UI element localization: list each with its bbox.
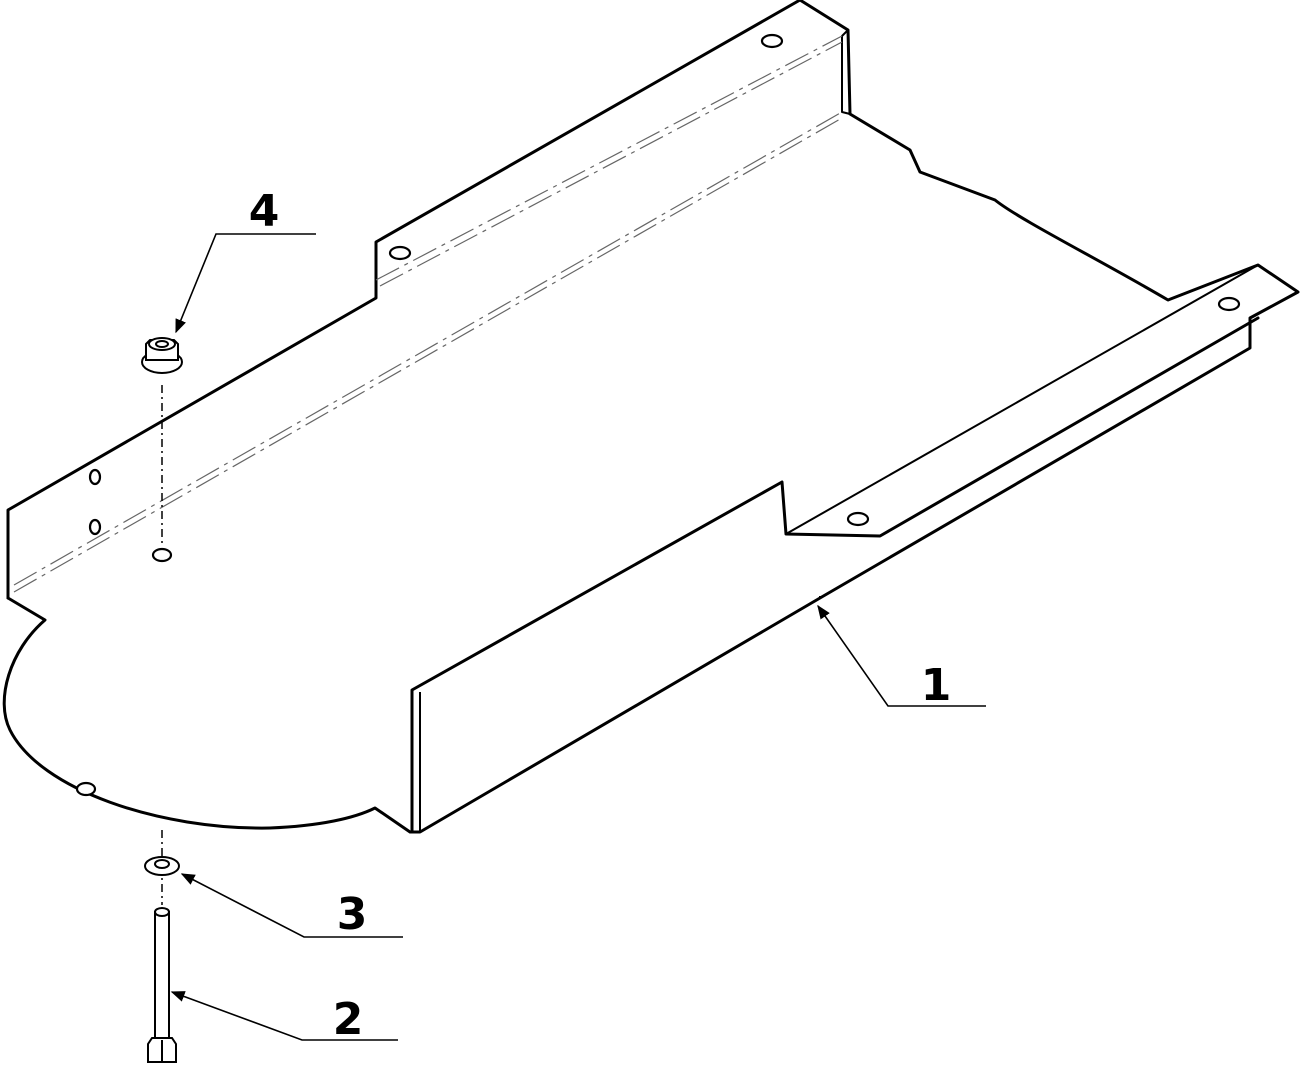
top-flange-corner — [841, 29, 851, 115]
leader-line — [180, 873, 403, 938]
mounting-hole — [75, 781, 97, 797]
callout-1: 1 — [817, 604, 986, 711]
bend-line — [375, 35, 843, 281]
hex-bolt — [147, 907, 177, 1063]
bend-line — [379, 41, 843, 287]
callout-label: 2 — [333, 994, 364, 1045]
callout-4: 4 — [175, 186, 316, 334]
bend-line — [13, 117, 843, 593]
washer — [144, 856, 180, 876]
mounting-hole — [846, 511, 870, 527]
mounting-hole — [151, 547, 173, 563]
bend-line — [13, 111, 843, 586]
leader-line — [170, 991, 398, 1041]
mounting-hole — [88, 468, 102, 486]
right-channel — [410, 316, 1260, 834]
flange-nut — [141, 337, 183, 374]
mounting-hole — [388, 245, 412, 261]
callout-label: 3 — [337, 889, 368, 940]
mounting-hole — [1217, 296, 1241, 312]
callout-2: 2 — [170, 991, 398, 1045]
callout-3: 3 — [180, 873, 403, 940]
mounting-hole — [88, 518, 102, 536]
left-flange — [6, 0, 802, 600]
guard-plate — [2, 0, 1300, 834]
leader-line — [817, 604, 986, 707]
leader-line — [175, 233, 316, 334]
plate-outline — [2, 0, 1300, 834]
callout-label: 4 — [249, 186, 280, 237]
right-channel-inner — [785, 264, 1259, 535]
callout-label: 1 — [921, 660, 952, 711]
mounting-hole — [760, 33, 784, 49]
